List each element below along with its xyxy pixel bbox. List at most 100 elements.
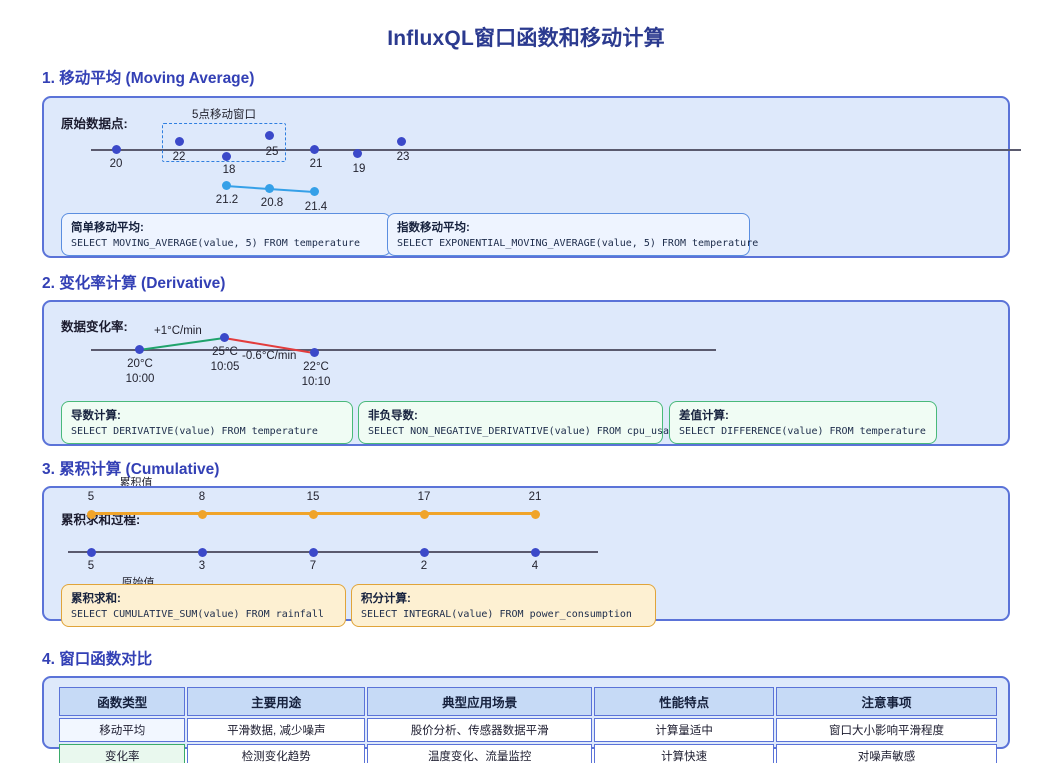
codebox-derivative[interactable]: 导数计算: SELECT DERIVATIVE(value) FROM temp…: [61, 401, 353, 444]
moving-average-point: [309, 186, 319, 196]
data-point: [352, 148, 362, 158]
codebox-title: 积分计算:: [361, 593, 411, 605]
codebox-exponential-moving-average[interactable]: 指数移动平均: SELECT EXPONENTIAL_MOVING_AVERAG…: [387, 213, 759, 256]
table-cell: 平滑数据, 减少噪声: [187, 718, 366, 742]
codebox-code: SELECT DIFFERENCE(value) FROM temperatur…: [679, 426, 926, 437]
rate-label-falling: -0.6°C/min: [242, 350, 297, 362]
data-point-label: 25: [265, 146, 279, 158]
table-cell: 对噪声敏感: [775, 744, 997, 763]
data-point-label: 22: [172, 151, 186, 163]
cumulative-point: [197, 509, 207, 519]
moving-average-point: [264, 183, 274, 193]
panel-derivative: 数据变化率: +1°C/min -0.6°C/min 20°C 10:00 25…: [42, 300, 1010, 446]
raw-point: [308, 547, 318, 557]
codebox-title: 简单移动平均:: [71, 222, 144, 234]
codebox-integral[interactable]: 积分计算: SELECT INTEGRAL(value) FROM power_…: [351, 584, 656, 627]
codebox-non-negative-derivative[interactable]: 非负导数: SELECT NON_NEGATIVE_DERIVATIVE(val…: [358, 401, 681, 444]
moving-average-segment: [225, 185, 270, 191]
page-title: InfluxQL窗口函数和移动计算: [387, 27, 665, 50]
cumulative-label: 17: [417, 491, 431, 503]
axis-line-1: [91, 149, 1021, 151]
moving-window-box: [162, 123, 286, 162]
raw-label: 4: [531, 560, 539, 572]
codebox-code: SELECT DERIVATIVE(value) FROM temperatur…: [71, 426, 318, 437]
codebox-code: SELECT INTEGRAL(value) FROM power_consum…: [361, 609, 632, 620]
derivative-point: [134, 344, 144, 354]
moving-average-point: [221, 180, 231, 190]
panel-label-derivative: 数据变化率:: [61, 320, 128, 334]
cumulative-point: [86, 509, 96, 519]
raw-label: 5: [87, 560, 95, 572]
moving-window-caption: 5点移动窗口: [192, 109, 256, 121]
section-heading-4: 4. 窗口函数对比: [42, 651, 153, 668]
cumulative-label: 5: [87, 491, 95, 503]
data-point: [221, 151, 231, 161]
table-header-cell: 典型应用场景: [367, 687, 593, 716]
derivative-time-label: 10:05: [210, 361, 240, 373]
table-header-cell: 函数类型: [59, 687, 186, 716]
data-point-label: 19: [352, 163, 366, 175]
table-cell-key: 变化率: [59, 744, 186, 763]
codebox-title: 指数移动平均:: [397, 222, 470, 234]
table-cell: 温度变化、流量监控: [367, 744, 593, 763]
panel-cumulative: 累积求和过程: 5 8 15 17 21 5 3 7 2 4 原始值 累积求和:…: [42, 486, 1010, 627]
panel-label-raw-points: 原始数据点:: [61, 117, 128, 131]
panel-label-cumulative: 累积求和过程:: [61, 513, 141, 527]
panel-comparison: 函数类型 主要用途 典型应用场景 性能特点 注意事项 移动平均 平滑数据, 减少…: [42, 676, 1010, 763]
moving-average-label: 21.4: [304, 201, 328, 213]
rate-label-rising: +1°C/min: [154, 325, 202, 337]
table-header-cell: 性能特点: [594, 687, 774, 716]
data-point-label: 21: [309, 158, 323, 170]
codebox-title: 差值计算:: [679, 410, 729, 422]
raw-point: [86, 547, 96, 557]
cumulative-point: [419, 509, 429, 519]
table-cell: 计算量适中: [594, 718, 774, 742]
raw-point: [419, 547, 429, 557]
cumulative-label: 21: [528, 491, 542, 503]
table-header-row: 函数类型 主要用途 典型应用场景 性能特点 注意事项: [59, 687, 997, 716]
codebox-difference[interactable]: 差值计算: SELECT DIFFERENCE(value) FROM temp…: [669, 401, 937, 444]
raw-point: [530, 547, 540, 557]
data-point: [174, 136, 184, 146]
axis-line-3: [68, 551, 598, 553]
section-heading-1: 1. 移动平均 (Moving Average): [42, 70, 255, 87]
codebox-title: 导数计算:: [71, 410, 121, 422]
codebox-title: 非负导数:: [368, 410, 418, 422]
table-cell-key: 移动平均: [59, 718, 186, 742]
raw-label: 2: [420, 560, 428, 572]
codebox-cumulative-sum[interactable]: 累积求和: SELECT CUMULATIVE_SUM(value) FROM …: [61, 584, 346, 627]
raw-label: 3: [198, 560, 206, 572]
codebox-title: 累积求和:: [71, 593, 121, 605]
codebox-code: SELECT EXPONENTIAL_MOVING_AVERAGE(value,…: [397, 238, 759, 249]
cumulative-label: 15: [306, 491, 320, 503]
codebox-code: SELECT CUMULATIVE_SUM(value) FROM rainfa…: [71, 609, 324, 620]
data-point: [396, 136, 406, 146]
table-cell: 股价分析、传感器数据平滑: [367, 718, 593, 742]
axis-line-2: [91, 349, 716, 351]
moving-average-label: 21.2: [215, 194, 239, 206]
derivative-time-label: 10:10: [301, 376, 331, 388]
table-row: 变化率 检测变化趋势 温度变化、流量监控 计算快速 对噪声敏感: [59, 744, 997, 763]
derivative-point: [219, 332, 229, 342]
panel-moving-average: 原始数据点: 5点移动窗口 20 22 18 25 21 19 23 21.2 …: [42, 96, 1021, 258]
moving-average-segment: [268, 188, 315, 194]
derivative-value-label: 22°C: [303, 361, 329, 373]
table-header-cell: 主要用途: [187, 687, 366, 716]
table-cell: 计算快速: [594, 744, 774, 763]
derivative-value-label: 25°C: [212, 346, 238, 358]
cumulative-point: [308, 509, 318, 519]
data-point: [264, 130, 274, 140]
data-point: [309, 144, 319, 154]
table-header-cell: 注意事项: [775, 687, 997, 716]
comparison-table: 函数类型 主要用途 典型应用场景 性能特点 注意事项 移动平均 平滑数据, 减少…: [57, 685, 999, 763]
derivative-value-label: 20°C: [127, 358, 153, 370]
codebox-simple-moving-average[interactable]: 简单移动平均: SELECT MOVING_AVERAGE(value, 5) …: [61, 213, 391, 256]
moving-average-label: 20.8: [260, 197, 284, 209]
section-heading-2: 2. 变化率计算 (Derivative): [42, 275, 226, 292]
data-point: [111, 144, 121, 154]
data-point-label: 18: [222, 164, 236, 176]
table-row: 移动平均 平滑数据, 减少噪声 股价分析、传感器数据平滑 计算量适中 窗口大小影…: [59, 718, 997, 742]
data-point-label: 20: [109, 158, 123, 170]
cumulative-point: [530, 509, 540, 519]
